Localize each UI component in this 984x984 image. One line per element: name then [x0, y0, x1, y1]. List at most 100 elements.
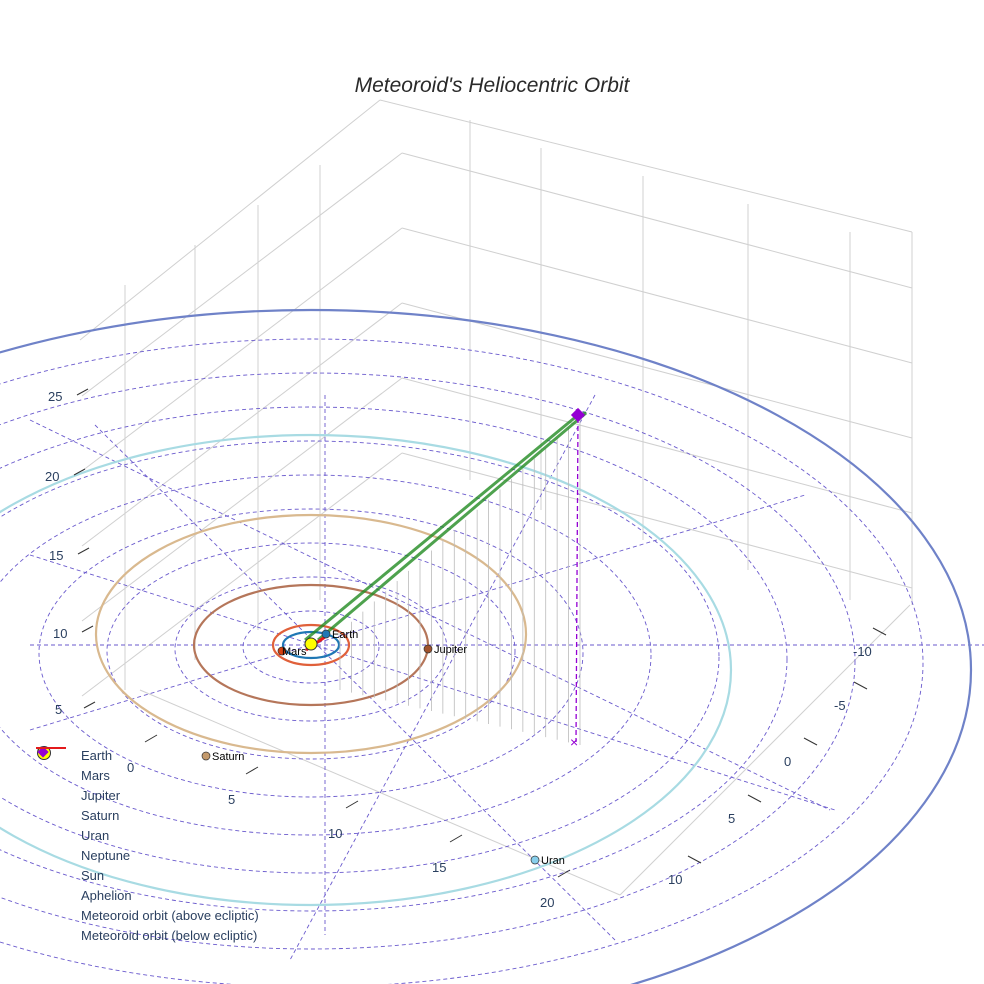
- polar-grid-spoke: [29, 419, 831, 811]
- z-tick-label: 10: [53, 626, 67, 641]
- aphelion-marker: [570, 407, 586, 423]
- planet-label: Earth: [332, 629, 358, 641]
- legend-item-earth[interactable]: Earth: [36, 745, 259, 765]
- polar-grid-spoke: [29, 494, 806, 731]
- wall-gridline: [401, 302, 913, 439]
- planet-mars: [277, 646, 287, 656]
- orbit-saturn: [94, 513, 528, 755]
- legend-item-meteoroid-orbit-1[interactable]: Meteoroid orbit (below ecliptic): [36, 747, 259, 945]
- wall-gridline: [81, 302, 403, 547]
- legend-item-jupiter[interactable]: Jupiter: [36, 746, 259, 805]
- planet-jupiter: [423, 644, 433, 654]
- y-tick-mark: [803, 737, 818, 746]
- wall-gridline: [401, 227, 913, 364]
- planet-saturn: [201, 751, 211, 761]
- polar-grid-spoke: [29, 554, 836, 811]
- x-tick-mark: [144, 734, 158, 743]
- polar-grid-ring: [38, 508, 584, 798]
- box-edge: [79, 99, 381, 341]
- polar-grid-ring: [0, 406, 788, 912]
- x-tick-label: 5: [228, 792, 235, 807]
- chart-title: Meteoroid's Heliocentric Orbit: [354, 74, 630, 97]
- wall-gridline: [401, 152, 913, 289]
- wall-gridline: [81, 152, 403, 397]
- z-tick-mark: [77, 547, 90, 555]
- planet-label: Uran: [541, 855, 565, 867]
- x-tick-mark: [449, 834, 463, 843]
- polar-grid-ring: [174, 576, 448, 722]
- legend-label: Neptune: [81, 847, 131, 863]
- polar-grid-ring: [0, 440, 720, 874]
- orbit-neptune: [0, 309, 972, 984]
- z-tick-label: 20: [45, 469, 59, 484]
- legend-label: Jupiter: [81, 787, 121, 803]
- z-tick-mark: [73, 468, 86, 476]
- planet-earth: [321, 629, 331, 639]
- x-tick-label: 0: [127, 760, 134, 775]
- planet-label: Saturn: [212, 751, 244, 763]
- legend-label: Mars: [81, 767, 110, 783]
- box-edge: [619, 604, 911, 896]
- polar-grid-spoke: [289, 394, 596, 961]
- legend-label: Meteoroid orbit (above ecliptic): [81, 907, 259, 923]
- legend-label: Sun: [81, 867, 105, 883]
- y-tick-mark: [853, 681, 868, 690]
- wall-gridline: [81, 377, 403, 622]
- x-tick-label: 10: [328, 826, 342, 841]
- legend-item-meteoroid-orbit-0[interactable]: Meteoroid orbit (above ecliptic): [36, 747, 259, 925]
- legend-label: Earth: [81, 747, 113, 763]
- x-tick-label: 15: [432, 860, 446, 875]
- legend-item-mars[interactable]: Mars: [36, 746, 259, 785]
- orbit-mars: [271, 623, 351, 667]
- z-tick-mark: [76, 388, 89, 396]
- y-tick-mark: [747, 794, 762, 803]
- y-tick-label: 5: [728, 811, 735, 826]
- y-tick-label: 0: [784, 754, 791, 769]
- x-tick-mark: [557, 869, 571, 878]
- polar-grid-ring: [0, 372, 856, 950]
- z-tick-label: 15: [49, 548, 63, 563]
- legend-label: Meteoroid orbit (below ecliptic): [81, 927, 258, 943]
- x-tick-mark: [245, 766, 259, 775]
- y-tick-mark: [687, 855, 702, 864]
- aphelion-projection-marker: ×: [570, 734, 578, 750]
- polar-grid-ring: [0, 474, 652, 836]
- polar-grid-ring: [0, 338, 924, 984]
- z-tick-label: 5: [55, 702, 62, 717]
- legend-item-neptune[interactable]: Neptune: [36, 746, 259, 865]
- wall-gridline: [81, 452, 403, 697]
- polar-grid-spoke: [94, 424, 616, 941]
- aphelion-projection: [575, 417, 579, 743]
- legend-label: Uran: [81, 827, 110, 843]
- legend-item-uran[interactable]: Uran: [36, 746, 259, 845]
- polar-grid-ring: [106, 542, 516, 760]
- polar-grid-ring: [242, 610, 380, 684]
- legend-item-saturn[interactable]: Saturn: [36, 746, 259, 825]
- planet-label: Mars: [282, 646, 307, 658]
- y-tick-mark: [872, 627, 887, 636]
- planet-uran: [530, 855, 540, 865]
- z-tick-label: 25: [48, 389, 62, 404]
- wall-gridline: [81, 227, 403, 472]
- sun-marker: [304, 637, 318, 651]
- z-tick-mark: [83, 701, 96, 709]
- box-edge: [379, 99, 913, 233]
- y-tick-label: -10: [853, 644, 872, 659]
- x-tick-mark: [345, 800, 359, 809]
- wall-gridline: [401, 377, 913, 514]
- orbit-earth: [281, 630, 341, 660]
- legend-item-sun[interactable]: Sun: [36, 746, 259, 885]
- legend-label: Saturn: [81, 807, 120, 823]
- x-tick-label: 20: [540, 895, 554, 910]
- y-tick-label: 10: [668, 872, 682, 887]
- z-tick-mark: [81, 625, 94, 633]
- wall-gridline: [401, 452, 913, 589]
- orbit-uran: [0, 433, 732, 907]
- legend-label: Aphelion: [81, 887, 132, 903]
- legend-item-aphelion[interactable]: Aphelion: [36, 746, 259, 905]
- planet-label: Jupiter: [434, 644, 467, 656]
- y-tick-label: -5: [834, 698, 846, 713]
